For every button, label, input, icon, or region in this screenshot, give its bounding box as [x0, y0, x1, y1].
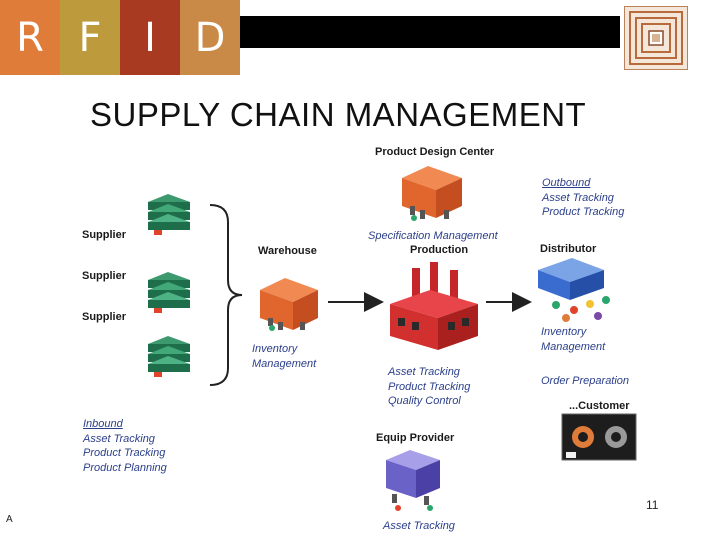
label-distributor: Distributor: [540, 243, 597, 255]
label-spec-management: Specification Management: [368, 230, 498, 242]
header-letter-f: F: [60, 0, 120, 75]
warehouse-icon: [260, 278, 318, 331]
rfid-coil-icon: [629, 11, 683, 65]
label-equip-provider: Equip Provider: [376, 432, 455, 444]
label-equip-asset-tracking: Asset Tracking: [383, 520, 455, 532]
label-order-preparation: Order Preparation: [541, 375, 630, 387]
label-inventory-management-right: Inventory Management: [541, 326, 606, 353]
distributor-icon: [538, 258, 610, 322]
equip-provider-icon: [386, 450, 440, 511]
header-letter-r: R: [0, 0, 60, 75]
header-bar: [240, 16, 620, 48]
label-production: Production: [410, 244, 469, 256]
supplier-stack-icon: [148, 336, 190, 377]
rfid-tag-logo: [624, 6, 688, 70]
label-production-tracking: Asset Tracking Product Tracking Quality …: [388, 366, 471, 407]
header-letter-i: I: [120, 0, 180, 75]
label-inventory-management-left: Inventory Management: [252, 343, 317, 370]
label-warehouse: Warehouse: [258, 245, 317, 257]
design-center-icon: [402, 166, 462, 221]
label-customer: ...Customer: [569, 400, 630, 412]
header-letter-d: D: [180, 0, 240, 75]
footer-mark: A: [6, 514, 13, 525]
customer-icon: [561, 413, 637, 461]
supplier-stack-icon: [148, 272, 190, 313]
label-supplier-1: Supplier: [82, 229, 127, 241]
label-supplier-3: Supplier: [82, 311, 127, 323]
supplier-brace: [209, 204, 243, 386]
slide-title: SUPPLY CHAIN MANAGEMENT: [90, 96, 587, 133]
label-outbound: Outbound Asset Tracking Product Tracking: [542, 177, 625, 218]
label-inbound: Inbound Asset Tracking Product Tracking …: [83, 418, 167, 474]
factory-icon: [390, 262, 478, 350]
label-supplier-2: Supplier: [82, 270, 127, 282]
page-number: 11: [646, 498, 659, 512]
label-product-design-center: Product Design Center: [375, 146, 495, 158]
supplier-stack-icon: [148, 194, 190, 235]
